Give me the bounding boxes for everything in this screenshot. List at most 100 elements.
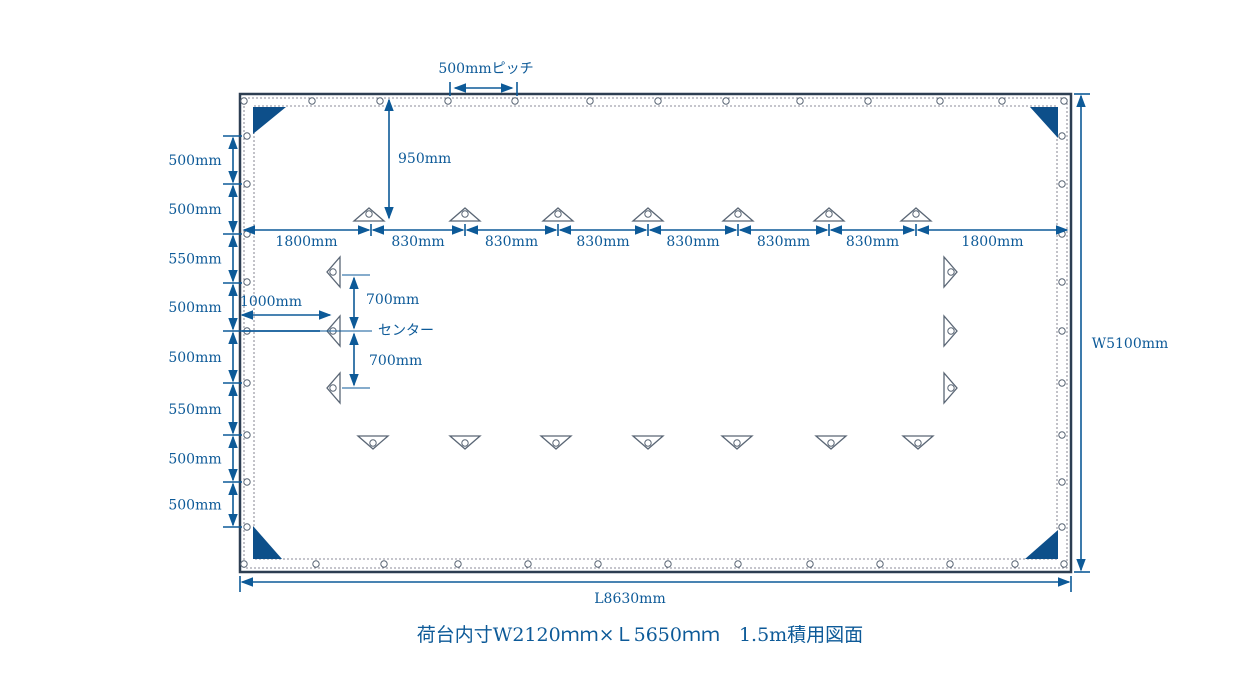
tie-down-triangle-icon [943, 314, 958, 348]
grommet-icon [827, 439, 835, 447]
spacing-label: 1800mm [275, 234, 337, 250]
spacing-label: 830mm [391, 234, 444, 250]
top-offset-label: 950mm [398, 151, 451, 167]
tie-down-triangle-icon [448, 207, 482, 222]
grommet-icon [947, 268, 955, 276]
width-label: W5100mm [1092, 336, 1169, 352]
tie-down-triangle-icon [541, 207, 575, 222]
tie-down-triangle-icon [356, 435, 390, 450]
grommet-icon [912, 210, 920, 218]
grommet-icon [552, 439, 560, 447]
grommet-icon [369, 439, 377, 447]
length-label: L8630mm [594, 591, 665, 607]
grommet-icon [312, 560, 320, 568]
tie-down-triangle-icon [631, 435, 665, 450]
grommet-icon [947, 327, 955, 335]
grommet-icon [243, 180, 251, 188]
grommet-icon [554, 210, 562, 218]
grommet-icon [461, 439, 469, 447]
spacing-label: 500mm [168, 202, 221, 218]
grommet-icon [240, 560, 248, 568]
grommet-icon [329, 268, 337, 276]
spacing-label: 500mm [168, 300, 221, 316]
label-layer: 500mmピッチ 950mm 1000mm 700mm センター 700mm L… [168, 61, 1168, 646]
drawing-title: 荷台内寸W2120ｍｍ×Ｌ5650ｍｍ 1.5m積用図面 [417, 624, 863, 646]
grommet-icon [524, 560, 532, 568]
spacing-label: 830mm [666, 234, 719, 250]
tie-down-triangle-icon [943, 255, 958, 289]
grommet-icon [654, 97, 662, 105]
grommet-icon [1060, 97, 1068, 105]
grommet-icon [380, 560, 388, 568]
grommet-icon [308, 97, 316, 105]
spacing-label: 500mm [168, 153, 221, 169]
tie-down-triangle-icon [812, 207, 846, 222]
tie-down-triangle-icon [352, 207, 386, 222]
grommet-icon [864, 97, 872, 105]
grommet-icon [734, 560, 742, 568]
grommet-icon [243, 431, 251, 439]
spacing-label: 550mm [168, 252, 221, 268]
dimension-layer [223, 82, 1090, 592]
grommet-icon [733, 439, 741, 447]
grommet-icon [876, 560, 884, 568]
grommet-icon [914, 439, 922, 447]
tie-down-triangle-icon [899, 207, 933, 222]
grommet-icon [806, 560, 814, 568]
tie-down-triangle-icon [720, 435, 754, 450]
corner-reinforcement-br [1025, 530, 1058, 559]
spacing-label: 830mm [576, 234, 629, 250]
grommet-icon [329, 384, 337, 392]
grommet-icon [1058, 478, 1066, 486]
spacing-label: 550mm [168, 402, 221, 418]
corner-reinforcement-tr [1030, 107, 1058, 138]
grommet-icon [946, 560, 954, 568]
side-offset-label: 1000mm [240, 294, 302, 310]
grommet-icon [243, 278, 251, 286]
grommet-icon [376, 97, 384, 105]
pitch-label: 500mmピッチ [438, 61, 533, 77]
grommet-icon [947, 384, 955, 392]
tie-down-triangle-icon [539, 435, 573, 450]
grommet-icon [644, 210, 652, 218]
tie-down-triangle-icon [943, 371, 958, 405]
grommet-icon [240, 97, 248, 105]
grommet-icon [1011, 560, 1019, 568]
grommet-icon [1058, 180, 1066, 188]
hardware-layer [240, 97, 1068, 568]
grommet-icon [998, 97, 1006, 105]
grommet-icon [1058, 327, 1066, 335]
grommet-icon [1058, 431, 1066, 439]
grommet-icon [243, 230, 251, 238]
tie-down-triangle-icon [631, 207, 665, 222]
grommet-icon [1058, 379, 1066, 387]
spacing-label: 500mm [168, 452, 221, 468]
grommet-icon [243, 523, 251, 531]
grommet-icon [825, 210, 833, 218]
spacing-label: 830mm [485, 234, 538, 250]
spacing-label: 830mm [846, 234, 899, 250]
grommet-icon [365, 210, 373, 218]
grommet-icon [734, 210, 742, 218]
grommet-icon [243, 132, 251, 140]
spacing-label: 830mm [757, 234, 810, 250]
grommet-icon [586, 97, 594, 105]
tie-down-triangle-icon [326, 371, 341, 405]
tie-down-triangle-icon [326, 255, 341, 289]
grommet-icon [722, 97, 730, 105]
tie-down-triangle-icon [814, 435, 848, 450]
grommet-icon [243, 478, 251, 486]
grommet-icon [444, 97, 452, 105]
grommet-icon [1060, 560, 1068, 568]
grommet-icon [936, 97, 944, 105]
grommet-icon [594, 560, 602, 568]
sheet-outline [238, 92, 1073, 574]
spacing-label: 500mm [168, 350, 221, 366]
center-upper-label: 700mm [366, 292, 419, 308]
grommet-icon [511, 97, 519, 105]
corner-reinforcement-bl [253, 526, 282, 559]
grommet-icon [796, 97, 804, 105]
tie-down-triangle-icon [901, 435, 935, 450]
